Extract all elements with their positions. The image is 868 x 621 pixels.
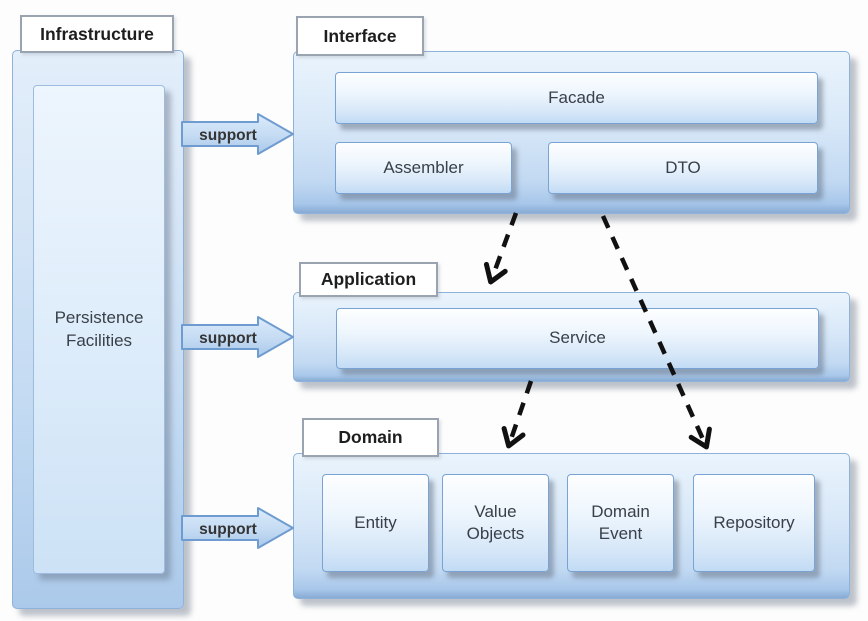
support-arrow-domain-label: support [199,521,257,538]
dependency-arrow-interface-application [483,212,519,285]
service-box: Service [336,308,819,369]
infrastructure-label: Infrastructure [20,15,174,53]
domain-label-text: Domain [338,427,403,447]
support-arrow-interface: support [181,113,294,155]
dto-box: DTO [548,142,818,194]
support-arrow-domain: support [181,507,294,549]
domain-event-box: Domain Event [567,474,674,572]
support-arrow-application-label: support [199,330,257,347]
support-arrow-interface-shape [181,113,294,155]
repository-text: Repository [713,512,795,532]
dependency-arrow-application-domain [501,380,534,449]
domain-event-text: Domain Event [591,501,650,543]
persistence-facilities-box: Persistence Facilities [33,85,165,574]
support-arrow-interface-label: support [199,127,257,144]
support-arrow-application-shape [181,316,294,358]
repository-box: Repository [693,474,815,572]
assembler-text: Assembler [383,157,464,177]
application-label-text: Application [320,269,417,289]
facade-box: Facade [335,72,818,124]
infrastructure-label-text: Infrastructure [40,23,154,44]
support-arrow-domain-shape [181,507,294,549]
facade-text: Facade [548,87,605,107]
assembler-box: Assembler [335,142,512,194]
interface-label: Interface [296,16,424,56]
service-text: Service [549,328,606,348]
support-arrow-application: support [181,316,294,358]
domain-label: Domain [302,418,439,457]
dto-text: DTO [665,157,701,177]
persistence-facilities-text: Persistence Facilities [54,308,144,350]
application-label: Application [299,262,438,297]
entity-box: Entity [322,474,429,572]
value-objects-text: Value Objects [466,501,525,543]
interface-label-text: Interface [323,25,397,46]
entity-text: Entity [354,512,397,532]
value-objects-box: Value Objects [442,474,549,572]
